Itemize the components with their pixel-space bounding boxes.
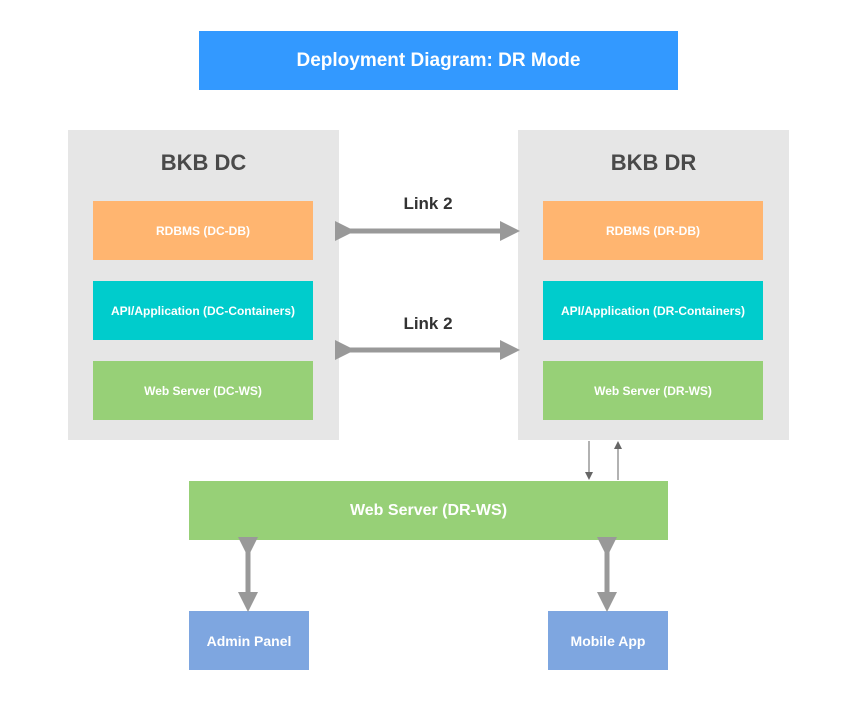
site-name-dc: BKB DC — [160, 150, 247, 175]
dr-api-node: API/Application (DR-Containers) — [543, 281, 763, 340]
admin-panel-node: Admin Panel — [189, 611, 309, 670]
dr-db-node: RDBMS (DR-DB) — [543, 201, 763, 260]
diagram-title: Deployment Diagram: DR Mode — [199, 31, 678, 90]
site-name-dr: BKB DR — [610, 150, 697, 175]
link-label-bottom: Link 2 — [403, 314, 453, 333]
dr-ws-node: Web Server (DR-WS) — [543, 361, 763, 420]
dc-db-node: RDBMS (DC-DB) — [93, 201, 313, 260]
site-bkb-dr: BKB DR RDBMS (DR-DB) API/Application (DR… — [518, 130, 789, 440]
link-label-top: Link 2 — [403, 194, 453, 213]
dc-ws-node: Web Server (DC-WS) — [93, 361, 313, 420]
dc-api-node: API/Application (DC-Containers) — [93, 281, 313, 340]
site-bkb-dc: BKB DC RDBMS (DC-DB) API/Application (DC… — [68, 130, 339, 440]
mobile-app-node: Mobile App — [548, 611, 668, 670]
front-web-server-node: Web Server (DR-WS) — [189, 481, 668, 540]
